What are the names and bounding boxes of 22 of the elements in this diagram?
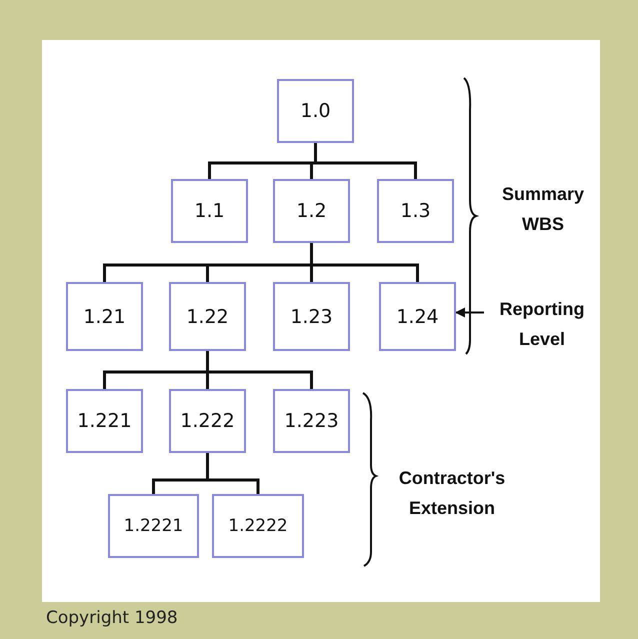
wbs-box: 1.21 bbox=[66, 282, 143, 351]
connector-line bbox=[310, 243, 419, 282]
wbs-box: 1.1 bbox=[171, 179, 248, 243]
wbs-box: 1.2222 bbox=[212, 494, 304, 558]
wbs-box: 1.223 bbox=[273, 389, 350, 453]
wbs-box: 1.2221 bbox=[108, 494, 199, 558]
level-label: Contractor's Extension bbox=[398, 467, 506, 520]
wbs-box: 1.3 bbox=[377, 179, 454, 243]
wbs-box: 1.0 bbox=[277, 79, 354, 143]
level-label: Reporting Level bbox=[498, 298, 586, 351]
wbs-box: 1.24 bbox=[379, 282, 456, 351]
connector-line bbox=[206, 351, 313, 389]
copyright-note: Copyright 1998 bbox=[46, 608, 178, 628]
wbs-box: 1.221 bbox=[66, 389, 143, 453]
wbs-box: 1.23 bbox=[273, 282, 350, 351]
connector-line bbox=[314, 143, 417, 179]
arrow bbox=[455, 308, 484, 318]
level-label: Summary WBS bbox=[500, 183, 586, 236]
wbs-box: 1.2 bbox=[273, 179, 350, 243]
connector-line bbox=[206, 453, 260, 494]
wbs-box: 1.222 bbox=[169, 389, 246, 453]
wbs-box: 1.22 bbox=[169, 282, 246, 351]
